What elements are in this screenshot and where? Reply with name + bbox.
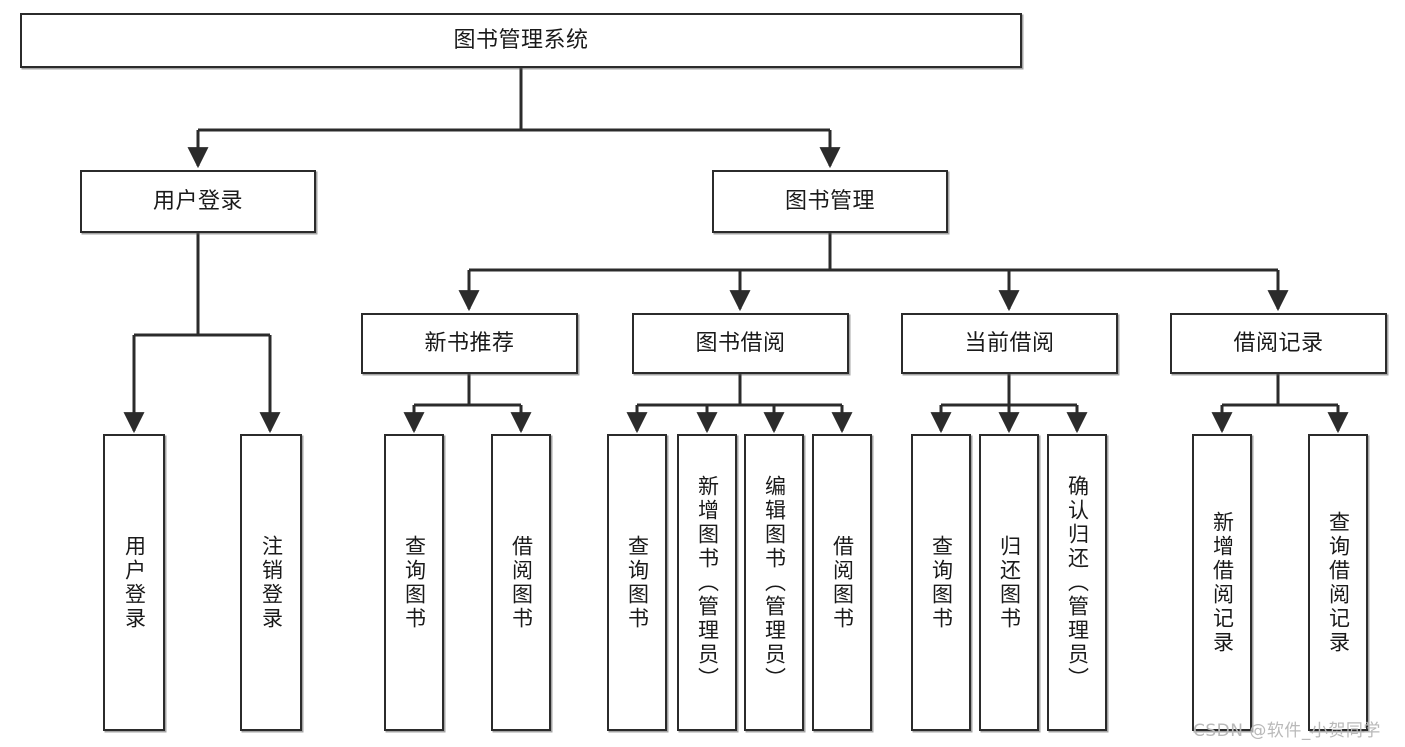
- node-leaf-add-record-label: 新增借阅记录: [1210, 510, 1235, 655]
- node-book-borrow[interactable]: 图书借阅: [632, 313, 849, 374]
- node-leaf-borrow-book-2[interactable]: 借阅图书: [812, 434, 872, 731]
- node-root-label: 图书管理系统: [453, 27, 589, 53]
- node-borrow-record[interactable]: 借阅记录: [1170, 313, 1387, 374]
- node-leaf-add-book[interactable]: 新增图书（管理员）: [677, 434, 737, 731]
- node-leaf-query-book-1-label: 查询图书: [402, 534, 427, 631]
- node-current-borrow[interactable]: 当前借阅: [901, 313, 1118, 374]
- node-leaf-return-book[interactable]: 归还图书: [979, 434, 1039, 731]
- node-leaf-query-record[interactable]: 查询借阅记录: [1308, 434, 1368, 731]
- node-book-management-label: 图书管理: [784, 188, 875, 214]
- node-new-book-recommend-label: 新书推荐: [424, 330, 515, 356]
- node-leaf-borrow-book-1[interactable]: 借阅图书: [491, 434, 551, 731]
- node-leaf-query-book-3-label: 查询图书: [929, 534, 954, 631]
- node-leaf-add-record[interactable]: 新增借阅记录: [1192, 434, 1252, 731]
- node-leaf-query-book-2-label: 查询图书: [625, 534, 650, 631]
- node-leaf-add-book-label: 新增图书（管理员）: [695, 474, 720, 691]
- node-leaf-return-book-label: 归还图书: [997, 534, 1022, 631]
- node-root[interactable]: 图书管理系统: [20, 13, 1022, 68]
- node-leaf-edit-book-label: 编辑图书（管理员）: [762, 474, 787, 691]
- node-leaf-confirm-return-label: 确认归还（管理员）: [1065, 474, 1090, 691]
- node-leaf-query-book-3[interactable]: 查询图书: [911, 434, 971, 731]
- node-leaf-borrow-book-2-label: 借阅图书: [830, 534, 855, 631]
- node-borrow-record-label: 借阅记录: [1233, 330, 1324, 356]
- node-leaf-edit-book[interactable]: 编辑图书（管理员）: [744, 434, 804, 731]
- node-new-book-recommend[interactable]: 新书推荐: [361, 313, 578, 374]
- node-user-login-label: 用户登录: [152, 188, 243, 214]
- node-book-borrow-label: 图书借阅: [695, 330, 786, 356]
- node-leaf-query-record-label: 查询借阅记录: [1326, 510, 1351, 655]
- node-leaf-user-logout[interactable]: 注销登录: [240, 434, 302, 731]
- csdn-watermark: CSDN @软件_小贺同学: [1193, 721, 1381, 741]
- node-leaf-query-book-2[interactable]: 查询图书: [607, 434, 667, 731]
- node-user-login[interactable]: 用户登录: [80, 170, 316, 233]
- node-book-management[interactable]: 图书管理: [712, 170, 948, 233]
- node-leaf-query-book-1[interactable]: 查询图书: [384, 434, 444, 731]
- node-leaf-user-login-label: 用户登录: [122, 534, 147, 631]
- node-leaf-user-logout-label: 注销登录: [259, 534, 284, 631]
- node-leaf-user-login[interactable]: 用户登录: [103, 434, 165, 731]
- node-current-borrow-label: 当前借阅: [964, 330, 1055, 356]
- node-leaf-confirm-return[interactable]: 确认归还（管理员）: [1047, 434, 1107, 731]
- node-leaf-borrow-book-1-label: 借阅图书: [509, 534, 534, 631]
